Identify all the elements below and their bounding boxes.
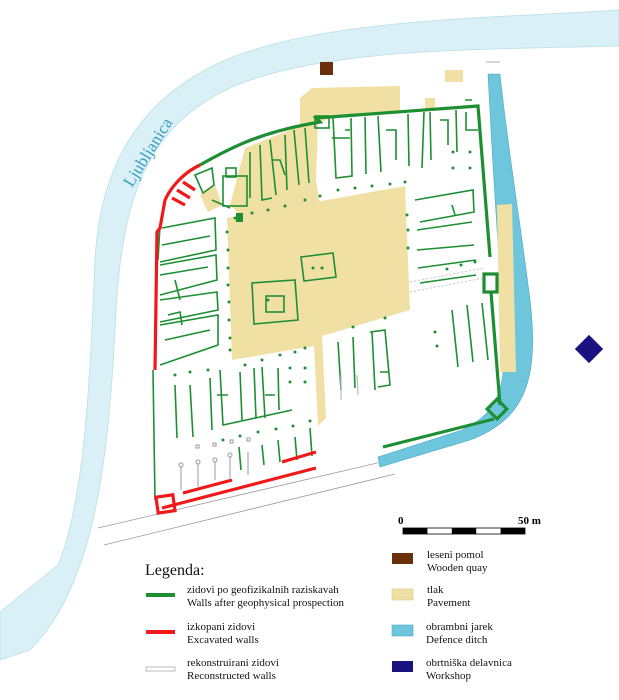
legend-label: tlak <box>427 584 444 596</box>
legend-label: zidovi po geofizikalnih raziskavah <box>187 584 339 596</box>
legend-label: Workshop <box>426 670 471 682</box>
river-ljubljanica <box>0 9 619 661</box>
wooden-quay <box>320 62 333 75</box>
legend-swatch-pavement <box>391 588 414 601</box>
legend-label: Reconstructed walls <box>187 670 276 682</box>
walls-excavated <box>153 163 317 515</box>
scale-start-label: 0 <box>398 515 404 527</box>
legend-label: Excavated walls <box>187 634 259 646</box>
legend-label: Pavement <box>427 597 470 609</box>
legend-title: Legenda: <box>145 562 205 579</box>
legend-label: Defence ditch <box>426 634 488 646</box>
workshop <box>574 334 604 364</box>
defence-ditch <box>377 73 533 468</box>
road <box>97 61 500 546</box>
scale-end-label: 50 m <box>518 515 541 527</box>
legend-swatch-ditch <box>391 624 414 637</box>
walls-geophysical <box>152 99 510 501</box>
legend-swatch-quay <box>392 553 413 564</box>
legend-label: Walls after geophysical prospection <box>187 597 345 609</box>
pavement <box>200 70 516 426</box>
legend-swatch-reconstructed <box>145 666 176 672</box>
legend-label: Wooden quay <box>427 562 488 574</box>
legend-label: rekonstruirani zidovi <box>187 657 279 669</box>
legend-label: obrtniška delavnica <box>426 657 512 669</box>
legend-swatch-workshop <box>392 661 413 672</box>
scale-bar: 0 50 m <box>398 515 541 535</box>
legend-label: leseni pomol <box>427 549 484 561</box>
legend-swatch-red <box>146 630 175 634</box>
legend-label: izkopani zidovi <box>187 621 255 633</box>
legend-swatch-green <box>146 593 175 597</box>
walls-reconstructed <box>178 267 485 490</box>
legend: Legenda: zidovi po geofizikalnih raziska… <box>145 549 512 682</box>
wall-dots <box>173 150 477 442</box>
legend-label: obrambni jarek <box>426 621 493 633</box>
